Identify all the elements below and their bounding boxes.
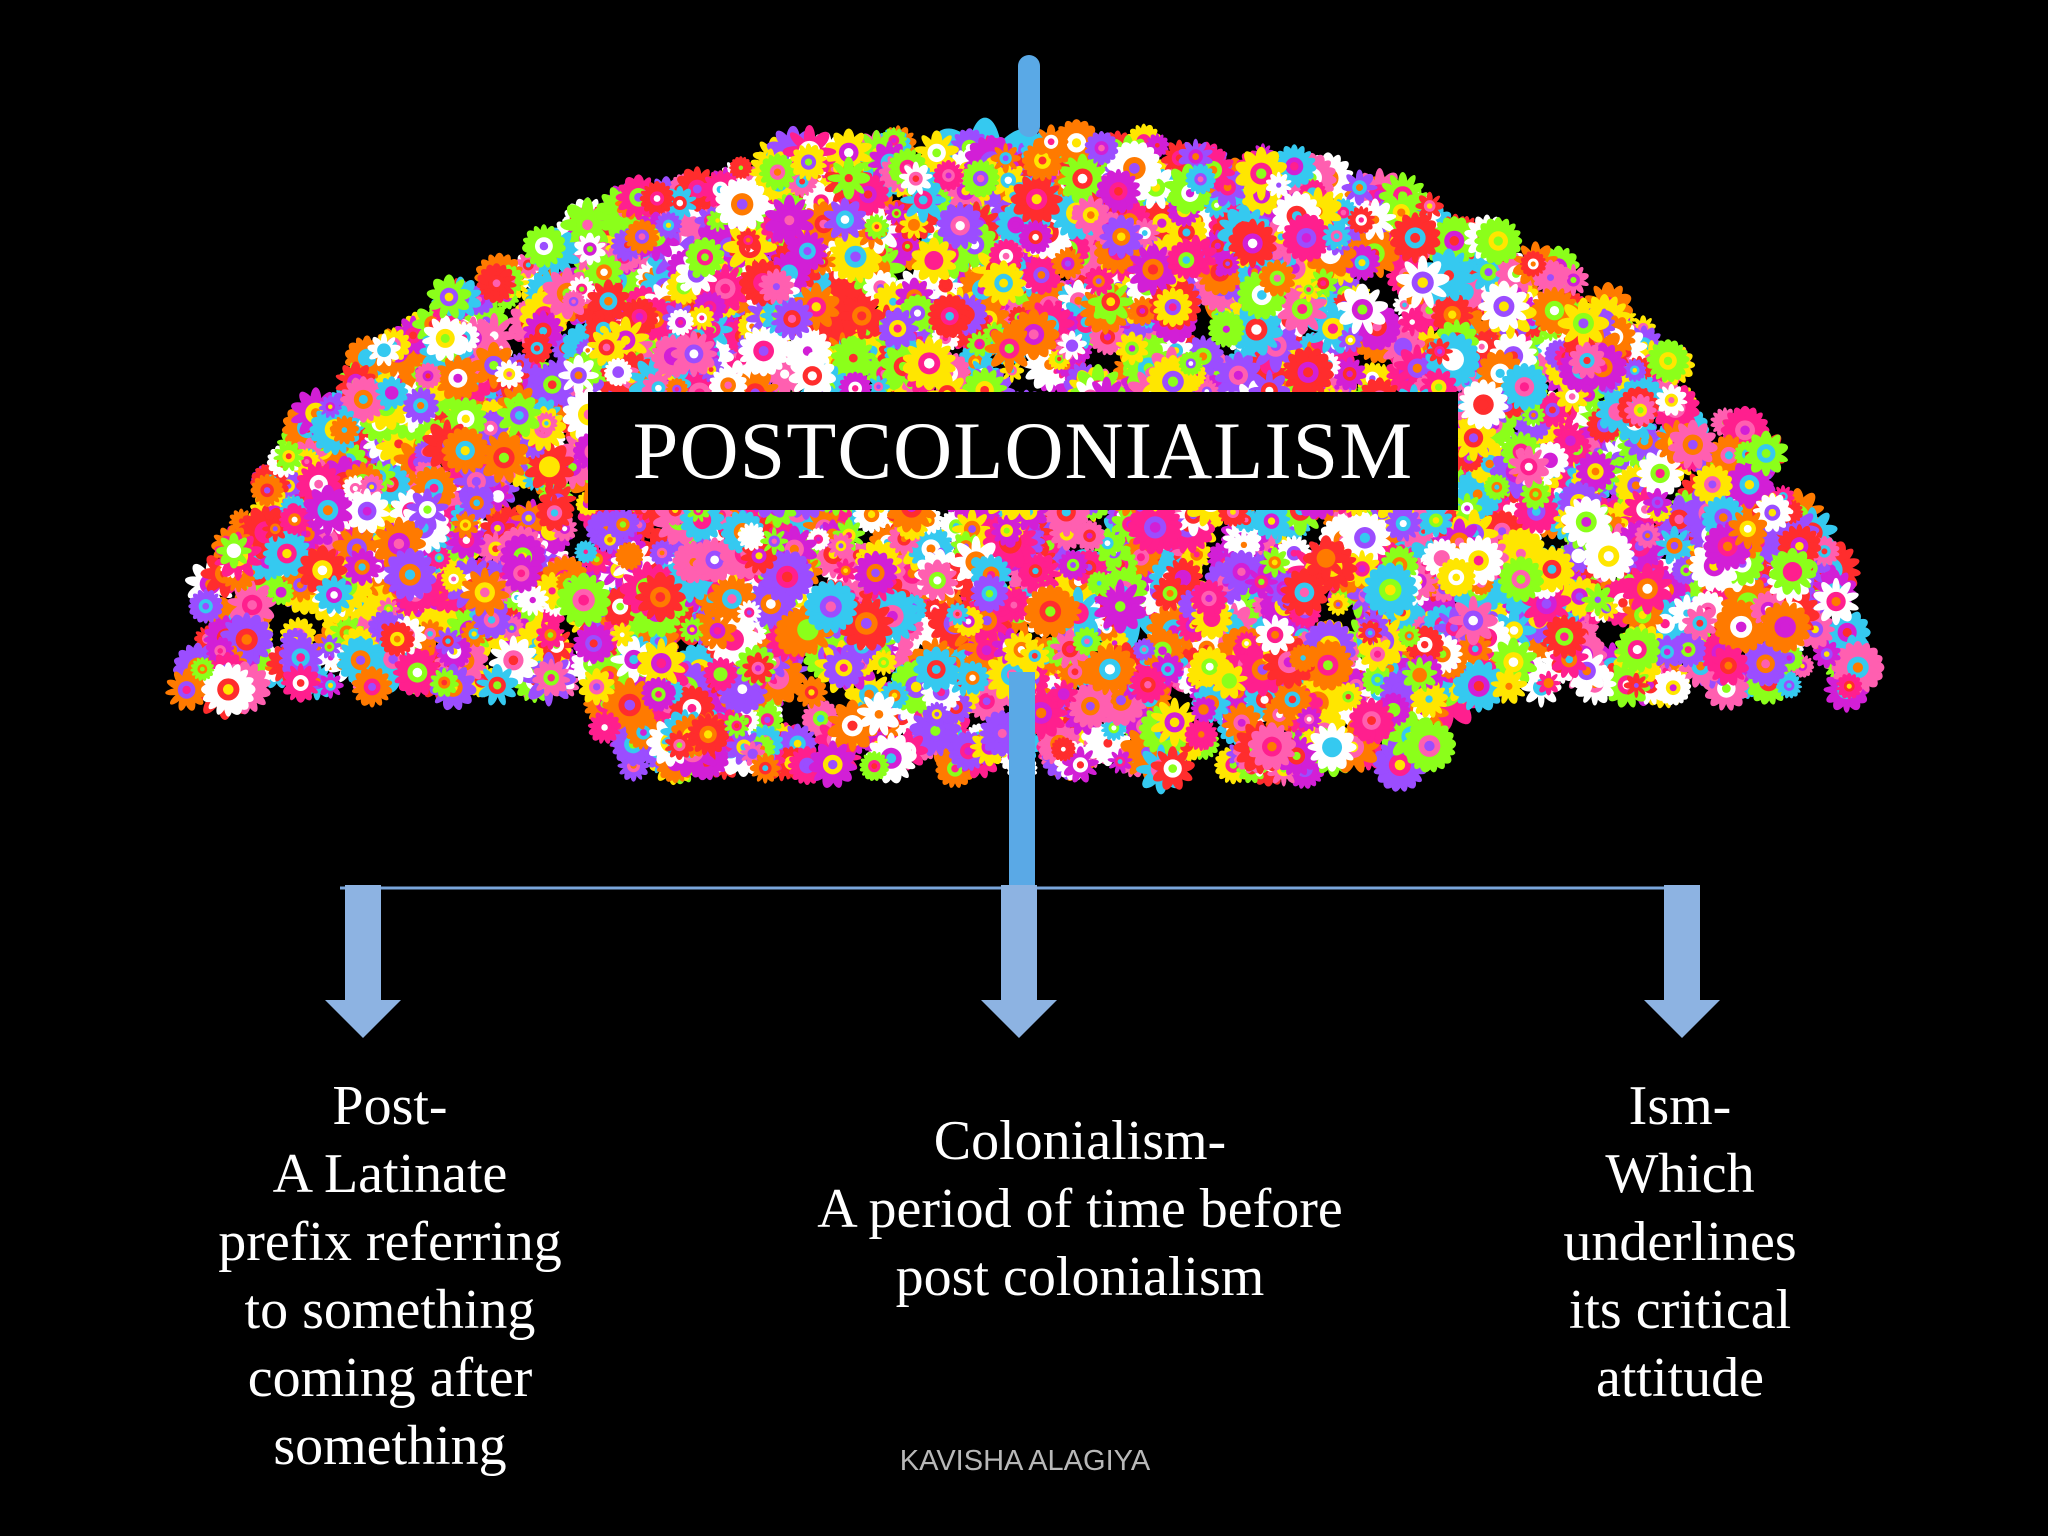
- author-credit: KAVISHA ALAGIYA: [800, 1445, 1250, 1478]
- branch-colonialism-text: Colonialism- A period of time before pos…: [740, 1107, 1420, 1311]
- flower: [827, 157, 870, 200]
- flower: [833, 558, 857, 582]
- flower: [1448, 596, 1497, 645]
- flower: [250, 474, 283, 507]
- flower: [1415, 192, 1444, 221]
- flower: [1624, 673, 1649, 698]
- flower: [838, 292, 885, 339]
- flower: [216, 533, 252, 569]
- flower: [1259, 547, 1290, 578]
- flower: [558, 355, 599, 396]
- flower: [1398, 308, 1427, 337]
- umbrella-shaft: [1009, 672, 1035, 890]
- flower: [1558, 298, 1610, 350]
- flower: [1303, 535, 1349, 581]
- flower: [1536, 671, 1561, 696]
- branch-arrow-3: [1644, 885, 1720, 1038]
- flower: [1643, 488, 1672, 517]
- flower: [1581, 583, 1614, 616]
- flower: [317, 672, 343, 698]
- flower: [1296, 277, 1321, 302]
- branch-arrow-2: [981, 885, 1057, 1038]
- branch-ism-text: Ism- Which underlines its critical attit…: [1480, 1072, 1880, 1412]
- flower: [760, 527, 788, 555]
- flower: [985, 324, 1034, 373]
- branch-arrow-1: [325, 885, 401, 1038]
- branch-post-text: Post- A Latinate prefix referring to som…: [150, 1072, 630, 1480]
- flower: [1426, 338, 1453, 365]
- umbrella-tip: [1018, 55, 1040, 137]
- flower: [991, 143, 1021, 173]
- diagram-title: POSTCOLONIALISM: [588, 392, 1458, 510]
